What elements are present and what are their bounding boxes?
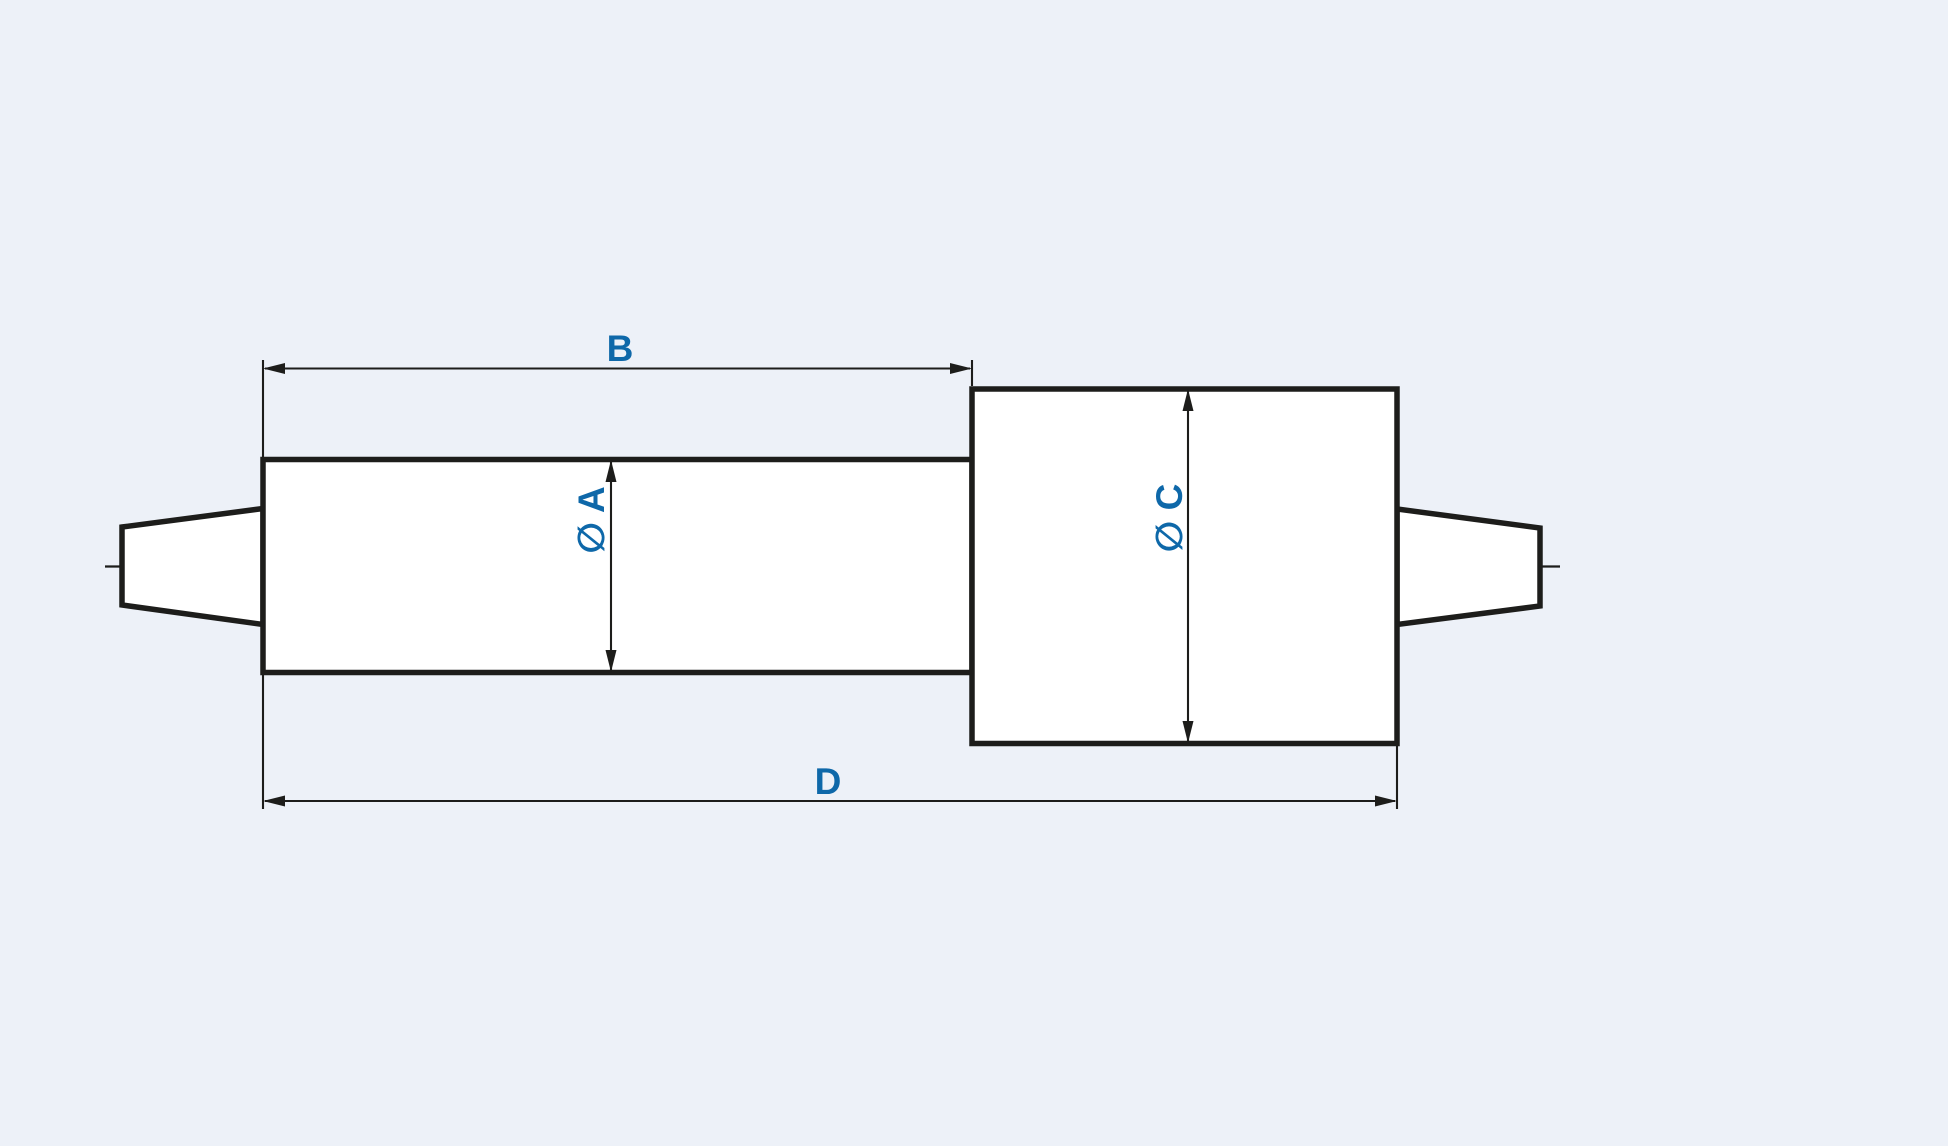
left-taper-outline (119, 505, 266, 628)
dimension-label-dia-c: ∅ C (1149, 484, 1190, 553)
dimension-d: D (261, 675, 1399, 809)
large-diameter-body-outline (969, 386, 1400, 747)
arrowhead-dia-c-top (1182, 389, 1194, 411)
arrowhead-b-left (263, 363, 285, 374)
dimension-label-dia-a: ∅ A (571, 486, 612, 553)
arrowhead-d-left (263, 795, 285, 807)
right-taper-outline (1394, 505, 1543, 628)
arrowhead-dia-a-bottom (605, 650, 617, 672)
dimension-label-b: B (607, 328, 634, 369)
arrowhead-b-right (950, 363, 972, 374)
dimension-b: B (261, 328, 974, 457)
small-diameter-body-outline (260, 456, 975, 676)
dimension-label-d: D (815, 761, 842, 802)
dimension-dia-c: ∅ C (1149, 389, 1194, 743)
arrowhead-dia-c-bottom (1182, 721, 1194, 743)
part-outline-group (119, 386, 1543, 747)
dimension-dia-a: ∅ A (571, 460, 617, 672)
arrowhead-d-right (1375, 795, 1397, 807)
arrowhead-dia-a-top (605, 460, 617, 482)
